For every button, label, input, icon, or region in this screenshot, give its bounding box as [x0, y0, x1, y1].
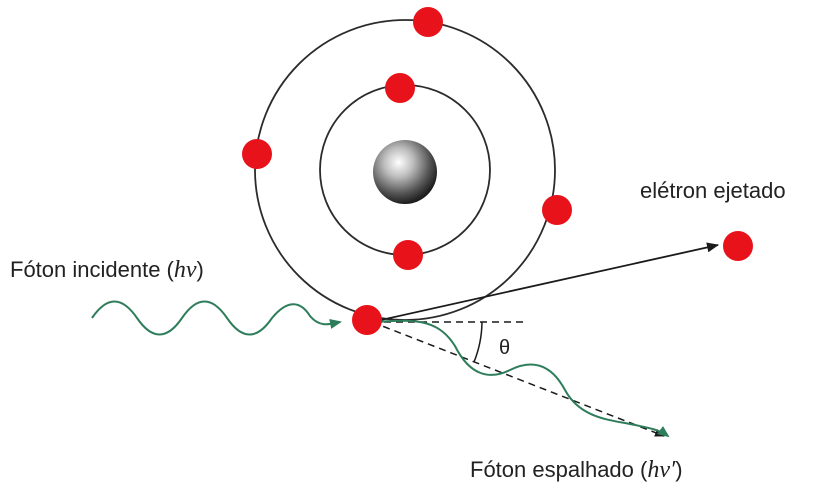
electron-outer-right	[542, 195, 572, 225]
scattered-photon-close: )	[675, 457, 683, 482]
angle-theta-label: θ	[499, 337, 511, 359]
nucleus	[373, 140, 437, 204]
electron-outer-left	[242, 139, 272, 169]
scattered-direction-dashed-line	[371, 321, 665, 437]
electron-inner-top	[385, 73, 415, 103]
incident-photon-label: Fóton incidente (hν)	[10, 258, 204, 282]
incident-photon-close: )	[196, 257, 204, 282]
ejected-electron-label: elétron ejetado	[640, 178, 786, 203]
electron-outer-top	[413, 7, 443, 37]
electron-inner-bottom	[393, 240, 423, 270]
scattered-photon-text: Fóton espalhado (	[470, 457, 648, 482]
angle-arc	[473, 321, 483, 363]
incident-photon-symbol: hν	[173, 257, 197, 283]
scattered-photon-symbol: hν′	[647, 457, 676, 483]
ejected-electron-arrow	[371, 242, 719, 323]
incident-photon-wave	[91, 300, 342, 336]
incident-photon-text: Fóton incidente (	[10, 257, 174, 282]
electron-ejected	[723, 231, 753, 261]
scattered-photon-wave	[377, 319, 670, 438]
scattered-photon-label: Fóton espalhado (hν′)	[470, 458, 683, 482]
electron-collision	[352, 305, 382, 335]
